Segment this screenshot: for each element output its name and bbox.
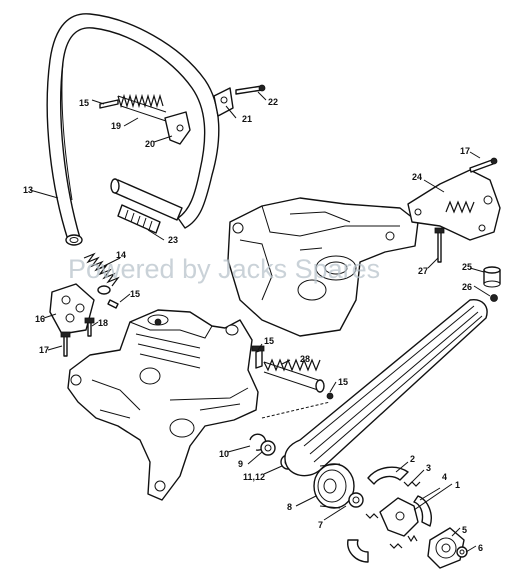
label-13: 13: [23, 185, 33, 195]
bolt-22: [235, 84, 266, 95]
clamp-21: [213, 87, 234, 117]
label-7: 7: [318, 520, 323, 530]
handle-tube: [110, 178, 183, 221]
label-22: 22: [268, 97, 278, 107]
screw-15-top: [99, 99, 119, 109]
label-19: 19: [111, 121, 121, 131]
engine-housing: [67, 309, 259, 501]
label-23: 23: [168, 235, 178, 245]
clutch-shoe-4: [413, 495, 432, 527]
label-14: 14: [116, 250, 126, 260]
label-6: 6: [478, 543, 483, 553]
label-15-left: 15: [130, 289, 140, 299]
upper-housing: [227, 197, 419, 337]
clutch-shoe-2: [367, 466, 409, 485]
leader-lines: [29, 91, 491, 553]
label-16: 16: [35, 314, 45, 324]
watermark: Powered by Jacks Spares: [68, 254, 380, 284]
label-5: 5: [462, 525, 467, 535]
screw-15-right: [326, 392, 334, 400]
label-15-mid: 15: [264, 336, 274, 346]
label-17-right: 17: [460, 146, 470, 156]
washer-9: [260, 440, 276, 456]
label-18: 18: [98, 318, 108, 328]
label-11-12: 11,12: [243, 472, 265, 482]
label-4: 4: [442, 472, 447, 482]
clutch-drum-5: [427, 527, 465, 569]
clutch-carrier-1: [379, 497, 419, 537]
clutch-springs-small: [365, 513, 418, 549]
nut-6: [456, 546, 468, 558]
label-27: 27: [418, 266, 428, 276]
screw-27: [434, 227, 445, 263]
buffer-25: [483, 266, 501, 288]
screw-15-mid: [251, 345, 265, 369]
pulley-8: [313, 463, 355, 509]
bracket-20: [164, 111, 191, 145]
label-3: 3: [426, 463, 431, 473]
screw-17-left: [60, 331, 71, 357]
bearing-7: [348, 492, 364, 508]
label-15-top: 15: [79, 98, 89, 108]
clutch-shoe-left: [347, 539, 369, 563]
part-labels: 13 14 15 15 15 15 16 17 17 18 19 20 21 2…: [23, 97, 483, 553]
label-15-right: 15: [338, 377, 348, 387]
spring-19: [117, 93, 170, 123]
label-24: 24: [412, 172, 422, 182]
spring-14: [83, 252, 120, 295]
mount-24: [407, 169, 501, 241]
label-1: 1: [455, 480, 460, 490]
v-belt: [284, 299, 488, 477]
screw-15-left: [107, 299, 119, 309]
label-28: 28: [300, 354, 310, 364]
label-26: 26: [462, 282, 472, 292]
screw-18: [84, 317, 95, 337]
spring-28: [263, 358, 325, 393]
label-25: 25: [462, 262, 472, 272]
label-9: 9: [238, 459, 243, 469]
screw-17-right: [469, 157, 498, 173]
label-2: 2: [410, 454, 415, 464]
buffer-plate-16: [49, 283, 95, 335]
label-10: 10: [219, 449, 229, 459]
rubber-pad: [117, 204, 161, 234]
screw-26: [490, 294, 498, 302]
handlebar: [46, 13, 220, 246]
label-21: 21: [242, 114, 252, 124]
label-17-left: 17: [39, 345, 49, 355]
label-20: 20: [145, 139, 155, 149]
label-8: 8: [287, 502, 292, 512]
